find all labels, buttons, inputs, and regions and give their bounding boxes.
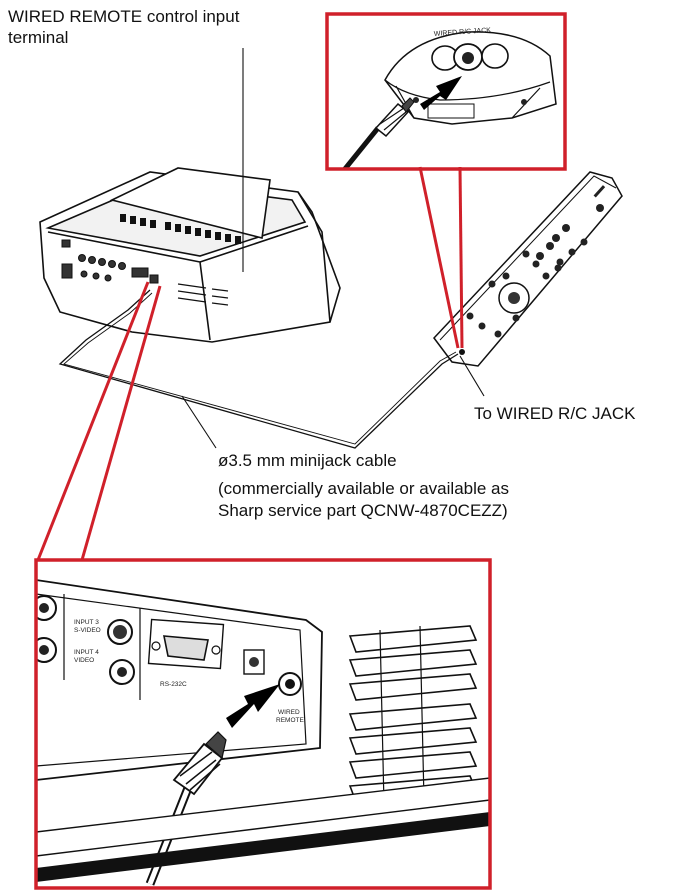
- remote-jack-label: WIRED R/C JACK: [434, 27, 492, 38]
- cable-note-line1: (commercially available or available as: [218, 479, 510, 498]
- leader-lines: [181, 48, 485, 449]
- remote-jack-closeup: WIRED R/C JACK: [341, 27, 557, 169]
- rear-panel-closeup: INPUT 3 S-VIDEO INPUT 4 VIDEO RS-232C WI…: [36, 560, 490, 888]
- top-callout-frame: [325, 12, 567, 171]
- remote-control-illustration: [433, 171, 623, 367]
- projector-illustration: [39, 167, 341, 343]
- minijack-cable: [58, 289, 459, 449]
- video-label: VIDEO: [74, 657, 94, 664]
- wired-terminal-label-line1: WIRED REMOTE control input: [8, 7, 240, 26]
- cable-note-line2: Sharp service part QCNW-4870CEZZ): [218, 501, 508, 520]
- plug-in-arrow-icon: [226, 684, 280, 728]
- wired-terminal-label-line2: terminal: [8, 28, 69, 47]
- input4-label: INPUT 4: [74, 649, 99, 656]
- to-jack-label: To WIRED R/C JACK: [474, 404, 636, 423]
- bottom-callout-frame: [34, 558, 492, 890]
- insert-arrow-icon: [420, 76, 462, 110]
- callout-connectors: [36, 166, 464, 561]
- wired-label: WIRED: [278, 709, 300, 716]
- svideo-label: S-VIDEO: [74, 627, 101, 634]
- input3-label: INPUT 3: [74, 619, 99, 626]
- rs232c-label: RS-232C: [160, 681, 187, 688]
- remote-label: REMOTE: [276, 717, 304, 724]
- cable-label: ø3.5 mm minijack cable: [218, 451, 397, 470]
